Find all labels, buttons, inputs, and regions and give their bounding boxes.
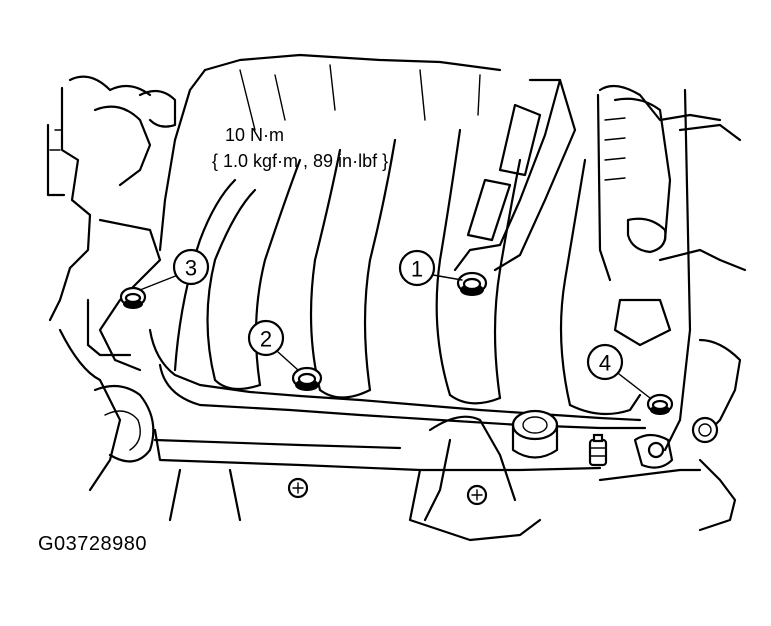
intake-manifold: [148, 53, 647, 430]
callout-2-number: 2: [260, 327, 272, 352]
callout-4: 4: [586, 343, 624, 381]
callout-leaders: [139, 274, 651, 399]
engine-block-left: [46, 75, 177, 492]
engine-block-right: [596, 84, 747, 532]
lower-components: [153, 409, 702, 542]
bolt-4: [646, 393, 674, 415]
callout-3-number: 3: [185, 256, 197, 281]
callout-1-number: 1: [411, 257, 423, 282]
figure-code: G03728980: [38, 533, 148, 555]
torque-spec-metric: 10 N·m: [225, 125, 285, 145]
torque-spec-conversions: { 1.0 kgf·m , 89 in·lbf }: [212, 151, 389, 171]
callout-4-number: 4: [599, 351, 611, 376]
callout-2: 2: [247, 319, 285, 357]
throttle-bracket: [453, 78, 577, 272]
callout-1: 1: [398, 249, 436, 287]
bolt-2: [291, 366, 323, 391]
bolt-3: [119, 286, 147, 309]
manifold-bolts: [119, 271, 674, 415]
callout-3: 3: [172, 248, 210, 286]
bolt-1: [456, 271, 488, 296]
